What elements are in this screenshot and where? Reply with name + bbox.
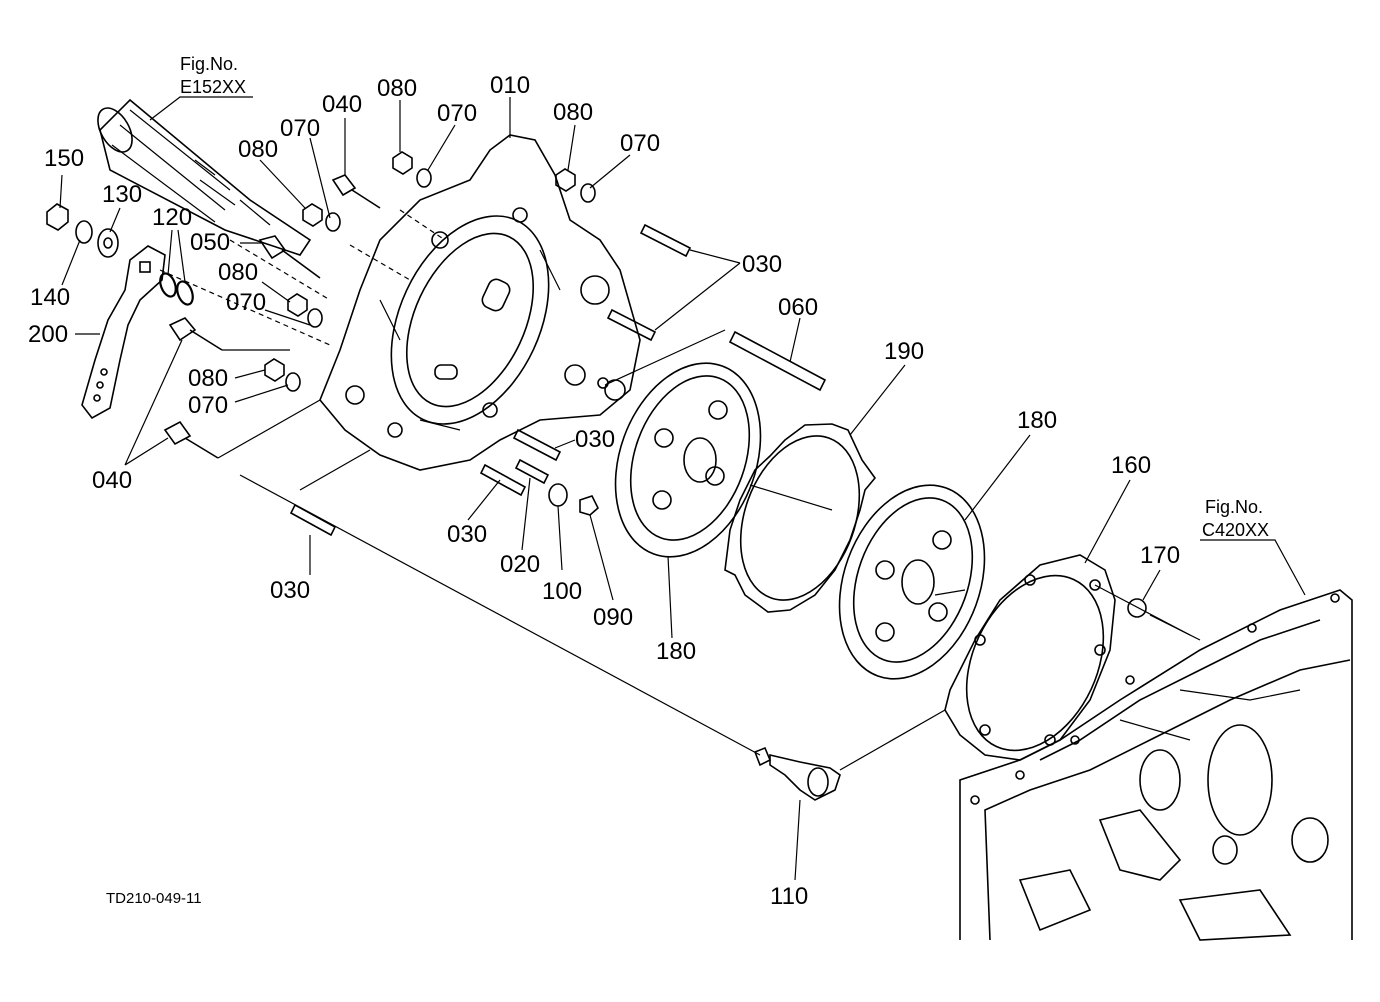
fig-ref-right-line1: Fig.No. <box>1205 497 1263 517</box>
fig-ref-right: Fig.No. C420XX <box>1202 497 1269 540</box>
callout-label: 090 <box>593 604 633 631</box>
housing-part <box>319 134 641 471</box>
callout-label: 020 <box>500 551 540 578</box>
fig-ref-top-line2: E152XX <box>180 77 246 97</box>
callout-label: 160 <box>1111 452 1151 479</box>
callout-label: 050 <box>190 229 230 256</box>
callout-label: 070 <box>226 289 266 316</box>
leader-lines <box>59 96 1306 881</box>
alignment-lines <box>159 209 446 346</box>
callout-label: 080 <box>188 365 228 392</box>
lever-part <box>81 245 166 420</box>
fig-ref-top-line1: Fig.No. <box>180 54 238 74</box>
callout-label: 070 <box>437 100 477 127</box>
callout-label: 080 <box>238 136 278 163</box>
gasket-part <box>944 554 1116 761</box>
callout-label: 080 <box>218 259 258 286</box>
callout-labels: 150 130 120 140 200 080 070 040 080 070 … <box>28 72 1180 910</box>
callout-label: 080 <box>553 99 593 126</box>
callout-label: 010 <box>490 72 530 99</box>
callout-label: 170 <box>1140 542 1180 569</box>
fasteners-upper <box>264 151 596 392</box>
callout-label: 040 <box>322 91 362 118</box>
fasteners-left <box>46 203 194 306</box>
callout-label: 130 <box>102 181 142 208</box>
callout-label: 120 <box>152 204 192 231</box>
callout-label: 180 <box>656 638 696 665</box>
callout-label: 150 <box>44 145 84 172</box>
transmission-case-part <box>959 589 1353 941</box>
callout-label: 040 <box>92 467 132 494</box>
callout-label: 110 <box>770 883 808 910</box>
fig-ref-top: Fig.No. E152XX <box>180 54 246 97</box>
steel-plate <box>724 423 877 613</box>
studs-030 <box>289 223 827 537</box>
ball-part <box>1127 598 1147 618</box>
callout-label: 030 <box>575 426 615 453</box>
friction-plate-right <box>838 484 986 680</box>
friction-plate-left <box>614 362 762 558</box>
callout-label: 030 <box>742 251 782 278</box>
callout-label: 190 <box>884 338 924 365</box>
callout-label: 030 <box>447 521 487 548</box>
fig-ref-right-line2: C420XX <box>1202 520 1269 540</box>
bolts-040 <box>163 174 381 459</box>
callout-label: 180 <box>1017 407 1057 434</box>
parts-drawing <box>46 98 1353 941</box>
fork-shaft-part <box>753 746 841 801</box>
callout-label: 030 <box>270 577 310 604</box>
shaft-part <box>97 98 312 256</box>
callout-label: 070 <box>620 130 660 157</box>
callout-label: 080 <box>377 75 417 102</box>
callout-label: 100 <box>542 578 582 605</box>
callout-label: 070 <box>188 392 228 419</box>
diagram-code: TD210-049-11 <box>106 890 202 907</box>
callout-label: 070 <box>280 115 320 142</box>
callout-label: 140 <box>30 284 70 311</box>
callout-label: 060 <box>778 294 818 321</box>
callout-label: 200 <box>28 321 68 348</box>
